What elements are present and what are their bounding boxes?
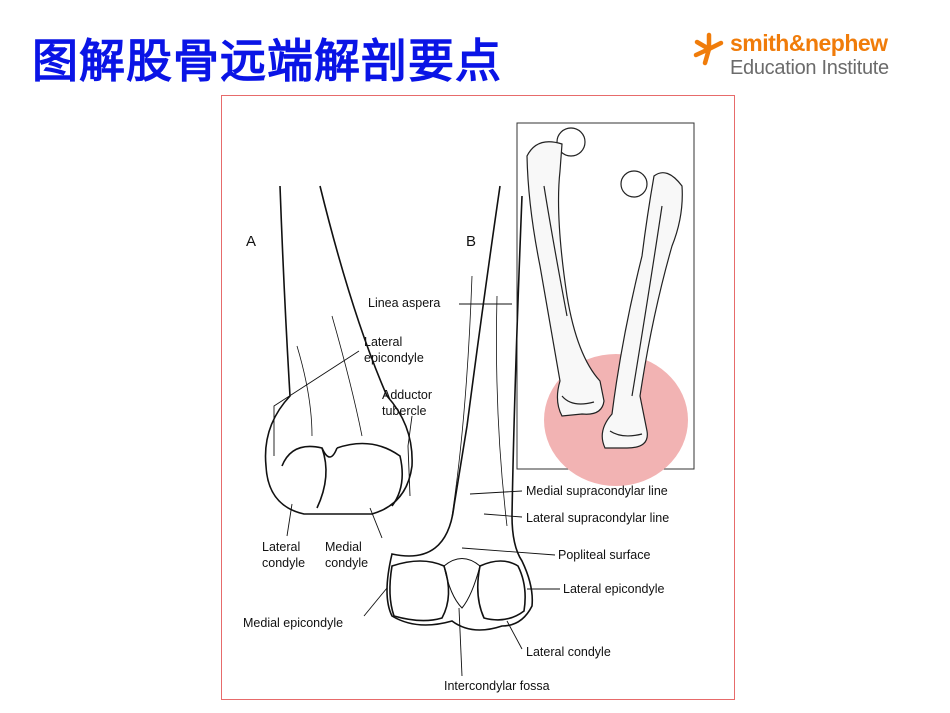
femur-illustration: A B Linea aspera Lateral epicondyle Addu… <box>243 122 695 693</box>
label-adductor-tubercle-line1: Adductor <box>382 388 432 402</box>
label-lateral-supracondylar-line: Lateral supracondylar line <box>526 511 669 525</box>
femur-anatomy-figure: A B Linea aspera Lateral epicondyle Addu… <box>221 95 735 700</box>
slide-title: 图解股骨远端解剖要点 <box>32 34 502 88</box>
label-medial-epicondyle: Medial epicondyle <box>243 616 343 630</box>
logo-subtitle: Education Institute <box>730 57 889 79</box>
starburst-logo-icon <box>693 32 724 66</box>
label-lateral-epicondyle-a-line2: epicondyle <box>364 351 424 365</box>
label-lateral-epicondyle-b: Lateral epicondyle <box>563 582 665 596</box>
label-adductor-tubercle-line2: tubercle <box>382 404 427 418</box>
panel-b-label: B <box>466 233 476 250</box>
logo-brand-text: smith&nephew <box>730 30 888 56</box>
panel-a-label: A <box>246 233 256 250</box>
label-popliteal-surface: Popliteal surface <box>558 548 650 562</box>
label-linea-aspera: Linea aspera <box>368 296 440 310</box>
leader-lines <box>273 303 560 677</box>
label-lateral-condyle-a-line2: condyle <box>262 556 305 570</box>
femur-b-drawing <box>386 185 534 631</box>
label-medial-supracondylar-line: Medial supracondylar line <box>526 484 668 498</box>
label-intercondylar-fossa: Intercondylar fossa <box>444 679 550 693</box>
label-medial-condyle-line2: condyle <box>325 556 368 570</box>
label-lateral-condyle-b: Lateral condyle <box>526 645 611 659</box>
smith-nephew-logo: smith&nephew Education Institute <box>692 28 912 84</box>
inset-femur-left <box>526 127 605 417</box>
label-medial-condyle-line1: Medial <box>325 540 362 554</box>
label-lateral-condyle-a-line1: Lateral <box>262 540 300 554</box>
label-lateral-epicondyle-a-line1: Lateral <box>364 335 402 349</box>
femur-a-drawing <box>264 185 413 515</box>
inset-femur-right <box>601 170 683 449</box>
